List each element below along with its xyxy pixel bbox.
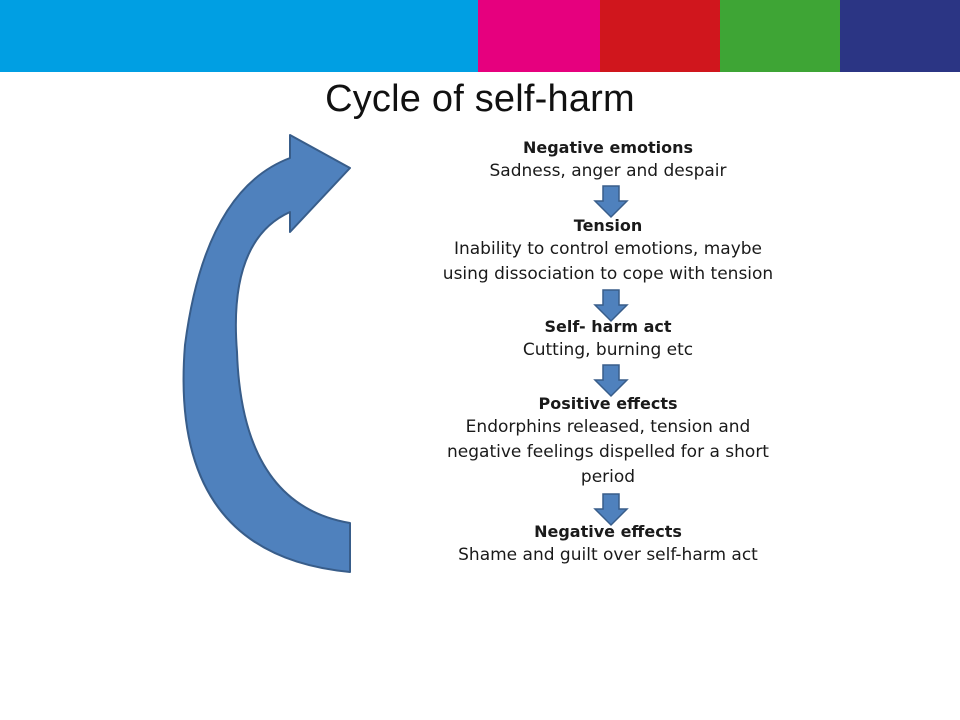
step-negative-emotions: Negative emotions Sadness, anger and des… [390,137,826,184]
step-desc-line: using dissociation to cope with tension [442,264,774,284]
down-arrow-icon [593,364,629,398]
step-heading: Self- harm act [544,317,672,336]
down-arrow-icon [593,493,629,527]
down-arrow-icon [593,185,629,219]
step-desc-line: period [580,467,636,487]
step-heading: Negative emotions [522,138,694,157]
step-tension: Tension Inability to control emotions, m… [390,215,826,287]
step-heading: Positive effects [538,394,678,413]
step-heading: Tension [573,216,643,235]
header-band-navy [840,0,960,72]
header-band-blue [0,0,478,72]
step-desc-line: Shame and guilt over self-harm act [458,545,758,565]
down-arrow-icon [593,289,629,323]
step-desc-line: negative feelings dispelled for a short [447,442,769,462]
slide-title: Cycle of self-harm [325,78,635,120]
header-band-red [600,0,720,72]
step-negative-effects: Negative effects Shame and guilt over se… [390,521,826,568]
header-band-magenta [478,0,600,72]
step-desc-line: Sadness, anger and despair [489,161,727,181]
step-desc-line: Inability to control emotions, maybe [453,239,763,259]
header-band-green [720,0,840,72]
step-self-harm-act: Self- harm act Cutting, burning etc [390,316,826,363]
step-heading: Negative effects [534,522,682,541]
step-desc-line: Cutting, burning etc [522,340,694,360]
step-positive-effects: Positive effects Endorphins released, te… [390,393,826,490]
step-desc-line: Endorphins released, tension and [465,417,751,437]
